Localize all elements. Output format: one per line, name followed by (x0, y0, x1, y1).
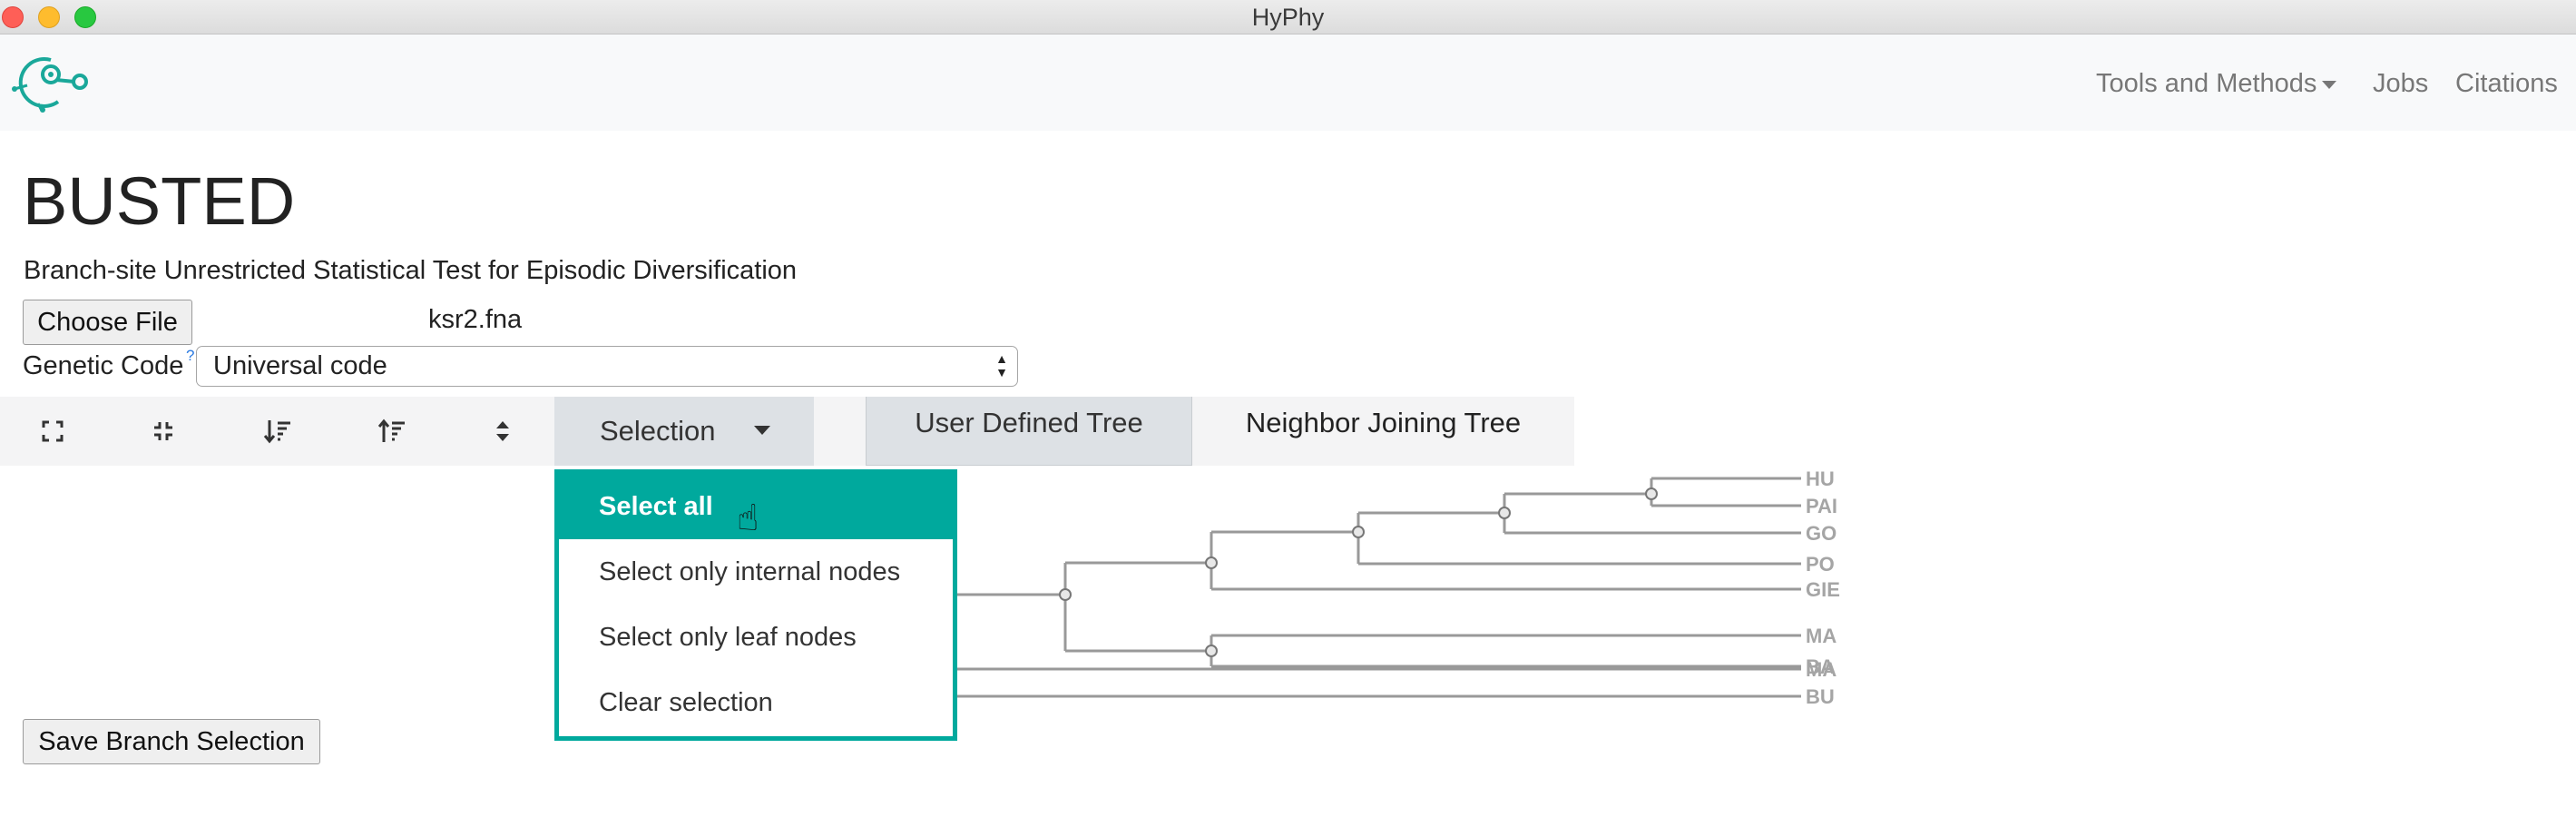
sort-ascending-icon[interactable] (261, 415, 294, 448)
tree-node (1645, 487, 1658, 500)
close-window-button[interactable] (2, 6, 24, 28)
nav-jobs[interactable]: Jobs (2373, 69, 2429, 98)
hyphy-logo-icon[interactable] (11, 53, 89, 113)
tab-neighbor-joining-tree[interactable]: Neighbor Joining Tree (1245, 407, 1522, 438)
tree-branch (1651, 477, 1801, 507)
choose-file-button[interactable]: Choose File (23, 300, 192, 345)
leaf-label[interactable]: MA (1806, 658, 1837, 681)
help-icon[interactable]: ? (186, 347, 195, 364)
nav-citations[interactable]: Citations (2455, 69, 2558, 98)
leaf-label[interactable]: MA (1806, 625, 1837, 647)
tree-node (1205, 556, 1218, 569)
window-title: HyPhy (1251, 4, 1325, 31)
tree-branch (1358, 511, 1801, 566)
navbar: Tools and Methods Jobs Citations (0, 34, 2576, 131)
hand-pointer-icon: ☝ (737, 498, 759, 538)
tree-node (1205, 645, 1218, 657)
menu-item-clear-selection[interactable]: Clear selection (599, 688, 773, 717)
save-branch-selection-button[interactable]: Save Branch Selection (23, 719, 320, 764)
tree-branch (953, 667, 1801, 698)
tree-node (1498, 507, 1511, 519)
tree-branch (1211, 530, 1801, 591)
select-arrows-icon: ▲▼ (995, 351, 1008, 379)
menu-item-select-leaf-nodes[interactable]: Select only leaf nodes (599, 623, 857, 652)
tree-node (1352, 526, 1365, 538)
menu-item-select-internal-nodes[interactable]: Select only internal nodes (599, 557, 901, 586)
tree-branch (1211, 634, 1801, 668)
menu-item-select-all[interactable]: Select all (559, 474, 953, 539)
compress-icon[interactable] (147, 415, 180, 448)
caret-down-icon (2322, 80, 2337, 89)
leaf-label[interactable]: HU (1806, 468, 1835, 490)
leaf-label[interactable]: BA (1806, 655, 1835, 678)
page-title: BUSTED (23, 163, 296, 239)
leaf-label[interactable]: GIE (1806, 578, 1840, 601)
window-titlebar: HyPhy (0, 0, 2576, 34)
leaf-label[interactable]: BU (1806, 685, 1835, 708)
leaf-label[interactable]: GO (1806, 522, 1837, 545)
expand-icon[interactable] (36, 415, 69, 448)
leaf-label[interactable]: PAI (1806, 495, 1837, 517)
nav-tools-label: Tools and Methods (2096, 69, 2317, 98)
sort-descending-icon[interactable] (376, 415, 408, 448)
minimize-window-button[interactable] (38, 6, 60, 28)
sort-icon[interactable] (486, 415, 519, 448)
phylogenetic-tree[interactable]: HU PAI GO PO GIE MA BA MA BU (953, 465, 1851, 710)
caret-down-icon (754, 426, 770, 435)
leaf-label[interactable]: PO (1806, 553, 1835, 576)
nav-tools-and-methods[interactable]: Tools and Methods (2096, 67, 2337, 100)
genetic-code-label: Genetic Code (23, 351, 184, 380)
selected-file-name: ksr2.fna (428, 305, 523, 334)
selection-dropdown-button[interactable]: Selection (554, 397, 814, 466)
tree-node (1059, 588, 1072, 601)
selection-label: Selection (600, 415, 716, 447)
page-subtitle: Branch-site Unrestricted Statistical Tes… (24, 256, 798, 285)
tree-branch (1504, 492, 1801, 535)
zoom-window-button[interactable] (74, 6, 96, 28)
genetic-code-value: Universal code (213, 351, 387, 380)
tree-toolbar: Selection User Defined Tree Neighbor Joi… (0, 397, 1574, 466)
genetic-code-select[interactable]: Universal code ▲▼ (196, 346, 1018, 387)
tab-user-defined-tree[interactable]: User Defined Tree (866, 397, 1192, 466)
selection-dropdown-menu: Select all Select only internal nodes Se… (554, 469, 957, 741)
